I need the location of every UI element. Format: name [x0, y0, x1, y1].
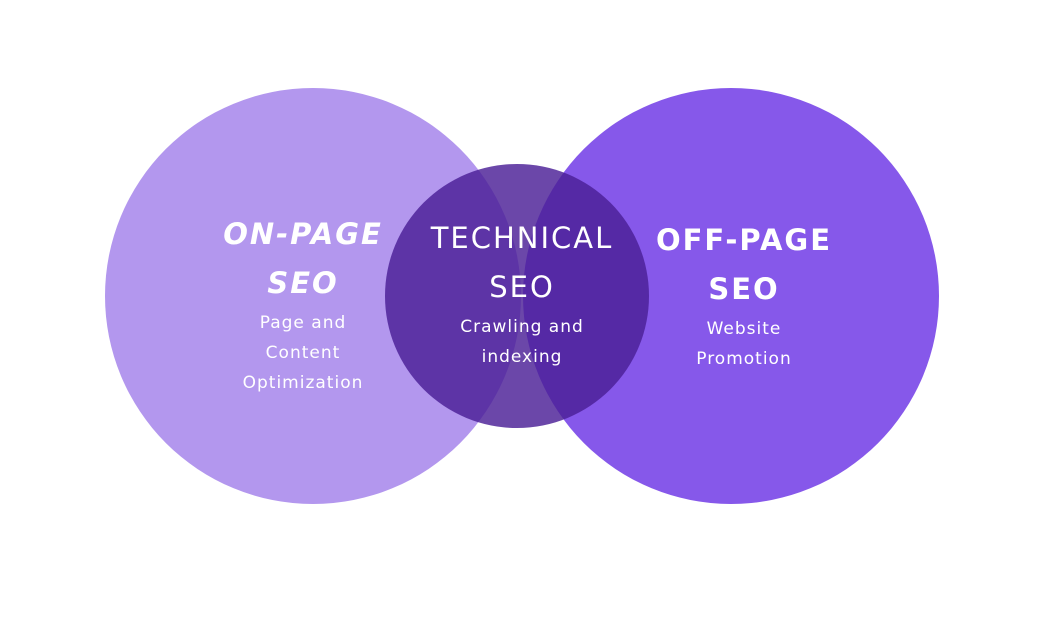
- technical-title-line-2: SEO: [489, 270, 555, 304]
- off-page-desc-line-2: Promotion: [696, 349, 792, 369]
- technical-desc-line-1: Crawling and: [460, 317, 584, 337]
- technical-desc-line-2: indexing: [481, 347, 563, 367]
- on-page-title-line-2: SEO: [267, 266, 339, 300]
- off-page-circle: [523, 88, 939, 504]
- off-page-label: OFF-PAGE SEO Website Promotion: [656, 216, 832, 374]
- on-page-desc-line-3: Optimization: [242, 373, 364, 393]
- on-page-desc-line-1: Page and: [259, 313, 347, 333]
- technical-title-line-1: TECHNICAL: [430, 221, 614, 255]
- on-page-circle: [105, 88, 521, 504]
- on-page-title-line-1: ON-PAGE: [223, 217, 383, 251]
- off-page-desc-line-1: Website: [706, 319, 782, 339]
- on-page-label: ON-PAGE SEO Page and Content Optimizatio…: [223, 210, 383, 398]
- off-page-title-line-1: OFF-PAGE: [655, 223, 833, 257]
- off-page-title-line-2: SEO: [708, 272, 780, 306]
- technical-label: TECHNICAL SEO Crawling and indexing: [431, 214, 614, 372]
- technical-circle: [385, 164, 649, 428]
- on-page-desc-line-2: Content: [265, 343, 341, 363]
